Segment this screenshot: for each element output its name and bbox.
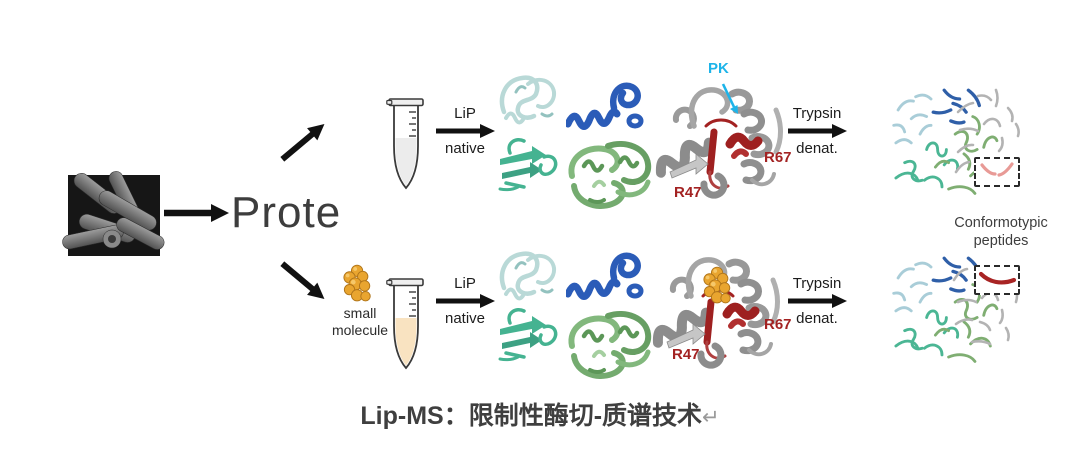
conformotypic-box-native: [974, 157, 1020, 187]
r67-label-top: R67: [764, 149, 792, 166]
lip-label: LiP: [454, 105, 476, 122]
small-molecule-label-line2: molecule: [331, 321, 389, 338]
denat-label: denat.: [796, 140, 838, 157]
caption-text: Lip-MS：限制性酶切-质谱技术: [360, 402, 703, 430]
red-peptide-icon: [978, 271, 1017, 285]
r47-label-top: R47: [674, 184, 702, 201]
bound-molecule-icon: [702, 266, 734, 306]
protein-green-top: [560, 136, 654, 214]
proteome-label: Prote: [231, 188, 342, 237]
figure-caption: Lip-MS：限制性酶切-质谱技术↵: [0, 396, 1080, 432]
arrow-trypsin-native: [788, 124, 847, 138]
r47-label-bottom: R47: [672, 346, 700, 363]
conformotypic-label: Conformotypic peptides: [936, 214, 1066, 250]
trypsin-label: Trypsin: [792, 275, 842, 292]
native-label: native: [444, 140, 486, 157]
native-label: native: [444, 310, 486, 327]
small-molecule-label: small molecule: [324, 305, 396, 339]
protein-teal-top: [496, 133, 562, 193]
pk-label: PK: [708, 60, 729, 77]
protein-pale-cyan-top: [494, 70, 560, 132]
protein-teal-bottom: [496, 303, 562, 363]
arrow-trypsin-treated: [788, 294, 847, 308]
conformotypic-label-line1: Conformotypic: [954, 215, 1048, 231]
trypsin-step-treated: Trypsin denat.: [784, 276, 850, 326]
trypsin-step-native: Trypsin denat.: [784, 106, 850, 156]
arrow-sample-to-proteome: [164, 204, 229, 222]
protein-blue-top: [566, 80, 644, 136]
bacteria-em-image: [62, 171, 165, 256]
salmon-peptides-icon: [980, 162, 1014, 177]
protein-blue-bottom: [566, 250, 644, 306]
denat-label: denat.: [796, 310, 838, 327]
lip-step-treated: LiP native: [432, 276, 498, 326]
arrow-branch-treated: [280, 261, 325, 299]
conformotypic-label-line2: peptides: [973, 233, 1029, 250]
protein-pale-cyan-bottom: [494, 246, 560, 308]
conformotypic-box-treated: [974, 265, 1020, 295]
peptide-field-native: [854, 84, 1020, 196]
trypsin-label: Trypsin: [792, 105, 842, 122]
tube-treated: [386, 278, 424, 370]
peptide-field-treated: [854, 254, 1019, 366]
small-molecule-icon: [342, 264, 374, 304]
r67-label-bottom: R67: [764, 316, 792, 333]
lip-step-native: LiP native: [432, 106, 498, 156]
arrow-lip-treated: [436, 294, 495, 308]
small-molecule-label-line1: small: [343, 305, 377, 321]
arrow-branch-native: [280, 124, 325, 162]
pk-arrow-icon: [721, 83, 738, 114]
protein-green-bottom: [560, 306, 654, 384]
tube-native: [386, 98, 424, 190]
arrow-lip-native: [436, 124, 495, 138]
lip-label: LiP: [454, 275, 476, 292]
paragraph-mark: ↵: [702, 406, 720, 429]
